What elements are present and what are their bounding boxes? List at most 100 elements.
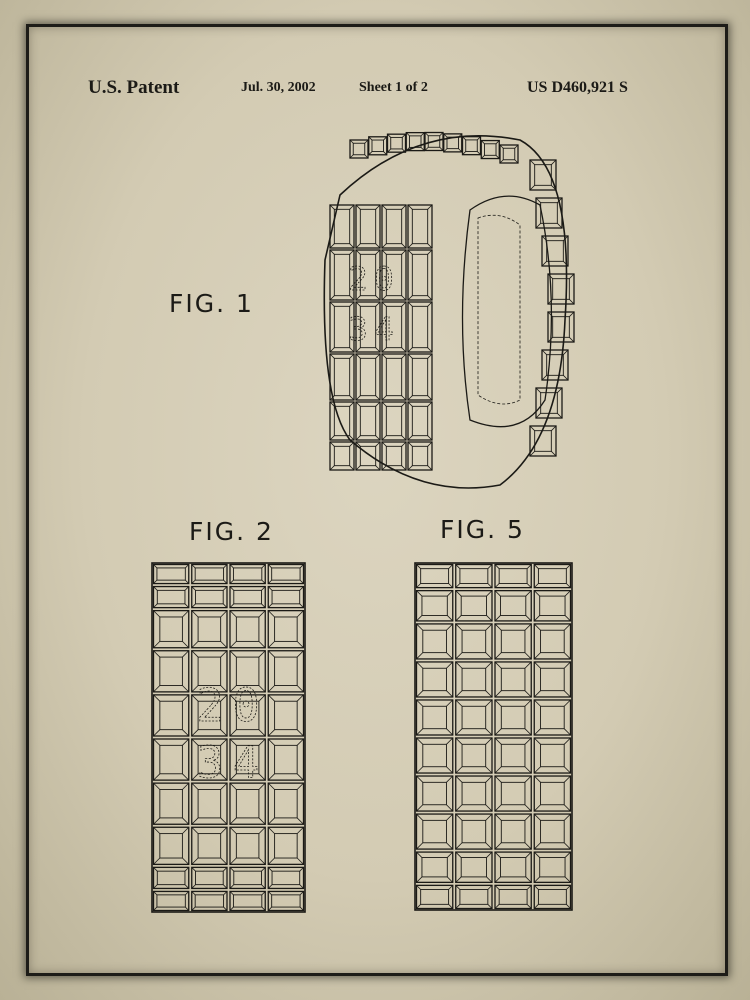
- tile: [407, 353, 433, 401]
- tile-bevel: [535, 223, 541, 229]
- tile-bevel: [258, 826, 266, 834]
- tile: [455, 589, 493, 622]
- tile: [381, 204, 407, 249]
- tile-bevel: [405, 132, 410, 137]
- tile-bevel: [494, 766, 502, 774]
- tile-bevel: [375, 301, 381, 307]
- tile-bevel: [541, 349, 547, 355]
- tile-bevel: [182, 857, 190, 865]
- tile-bevel: [446, 813, 454, 821]
- tile-bevel: [267, 884, 273, 889]
- tile-bevel: [191, 729, 199, 737]
- tile: [152, 782, 190, 825]
- tile-bevel: [220, 694, 228, 702]
- tile: [407, 441, 433, 471]
- tile-bevel: [533, 813, 541, 821]
- tile-face: [461, 743, 487, 768]
- tile-bevel: [524, 737, 532, 745]
- tile-bevel: [416, 590, 423, 597]
- tile-face: [499, 595, 527, 616]
- tile-bevel: [416, 661, 424, 669]
- tile-bevel: [533, 804, 541, 812]
- tile-bevel: [569, 337, 575, 343]
- tile-bevel: [229, 867, 235, 872]
- tile: [349, 139, 369, 159]
- tile-bevel: [355, 395, 361, 401]
- tile-face: [274, 789, 298, 819]
- tile-bevel: [524, 652, 532, 660]
- tile: [424, 131, 444, 152]
- tile-face: [539, 595, 566, 616]
- tile-bevel: [446, 652, 454, 660]
- tile-bevel: [485, 652, 493, 660]
- tile: [494, 775, 532, 812]
- tile-bevel: [401, 133, 406, 138]
- tile-bevel: [494, 851, 501, 858]
- tile-bevel: [563, 728, 571, 736]
- tile-bevel: [267, 694, 275, 702]
- tile-bevel: [487, 904, 493, 909]
- tile-bevel: [153, 641, 161, 649]
- tile-bevel: [446, 804, 454, 812]
- tile-bevel: [533, 615, 540, 622]
- tile: [381, 249, 407, 301]
- tile-face: [197, 744, 222, 775]
- tile: [381, 441, 407, 471]
- tile-face: [333, 305, 351, 349]
- tile-bevel: [563, 842, 571, 850]
- tile-face: [461, 629, 487, 654]
- tile-bevel: [499, 159, 504, 164]
- tile-bevel: [401, 347, 407, 353]
- tile: [329, 301, 355, 353]
- tile-bevel: [455, 728, 463, 736]
- tile-bevel: [525, 851, 532, 858]
- tile-bevel: [427, 353, 433, 359]
- tile-bevel: [381, 353, 387, 359]
- tile-bevel: [494, 904, 500, 909]
- tile-bevel: [182, 650, 190, 658]
- tile-bevel: [387, 148, 392, 153]
- tile-bevel: [485, 766, 493, 774]
- tile-bevel: [381, 295, 387, 301]
- tile: [191, 694, 228, 737]
- tile-bevel: [329, 441, 335, 447]
- tile-face: [371, 139, 384, 153]
- tile-bevel: [563, 652, 571, 660]
- tile-face: [421, 857, 448, 878]
- tile: [407, 301, 433, 353]
- tile-bevel: [446, 775, 454, 783]
- tile-bevel: [563, 375, 569, 381]
- tile-bevel: [494, 564, 500, 569]
- tile-bevel: [329, 249, 335, 255]
- tile-face: [271, 894, 301, 908]
- tile-face: [333, 405, 351, 437]
- tile-bevel: [455, 615, 462, 622]
- tile-bevel: [524, 842, 532, 850]
- display-digit: 4: [374, 310, 394, 348]
- tile-face: [461, 781, 487, 806]
- tile-bevel: [427, 395, 433, 401]
- tile-face: [197, 789, 222, 819]
- tile-bevel: [191, 773, 199, 781]
- tile: [355, 441, 381, 471]
- tile-bevel: [416, 775, 424, 783]
- tile-bevel: [563, 813, 571, 821]
- tile-bevel: [446, 699, 454, 707]
- tile-bevel: [355, 295, 361, 301]
- tile-face: [390, 136, 403, 150]
- tile-bevel: [220, 729, 228, 737]
- tile-bevel: [427, 465, 433, 471]
- tile: [229, 694, 266, 737]
- tile-bevel: [547, 299, 553, 305]
- tile-bevel: [296, 641, 304, 649]
- tile-bevel: [299, 891, 304, 896]
- tile-bevel: [427, 249, 433, 255]
- tile-bevel: [229, 579, 234, 584]
- tile-bevel: [547, 273, 553, 279]
- tile-bevel: [229, 729, 237, 737]
- tile-bevel: [220, 773, 228, 781]
- tile-bevel: [407, 435, 413, 441]
- tile: [443, 133, 463, 153]
- tile-bevel: [533, 842, 541, 850]
- tile-bevel: [533, 590, 540, 597]
